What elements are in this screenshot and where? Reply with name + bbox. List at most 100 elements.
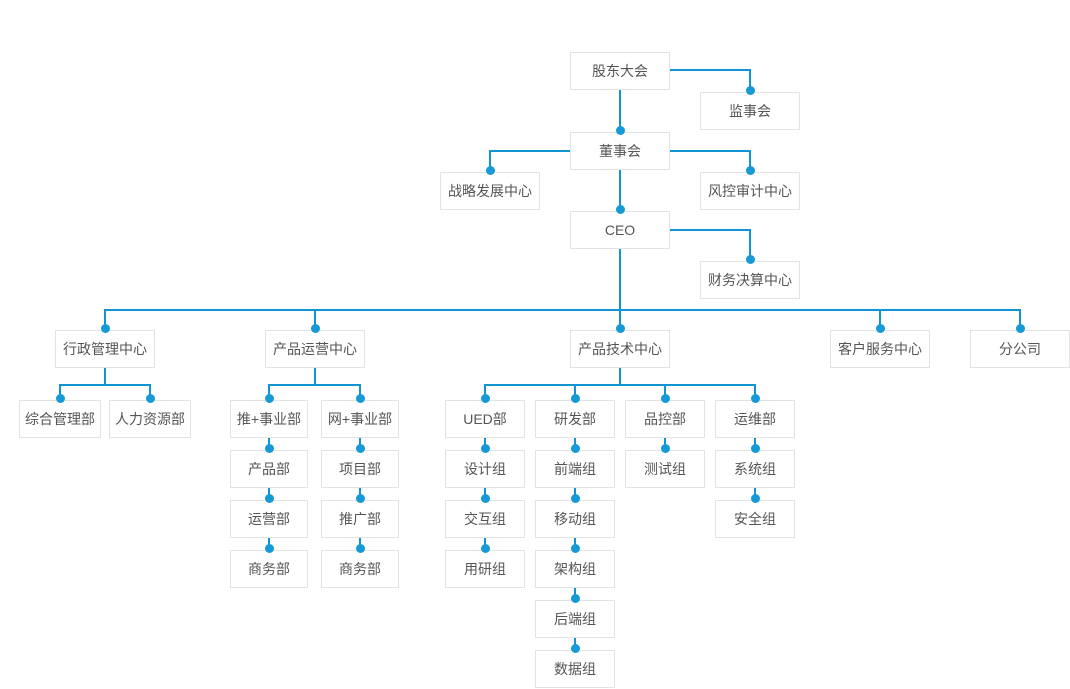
node-system-team: 系统组 [715, 450, 795, 488]
connector-dot [310, 323, 320, 333]
node-promotion-dept: 推广部 [321, 500, 399, 538]
connector-dot [660, 393, 670, 403]
node-supervisory-board: 监事会 [700, 92, 800, 130]
node-data-team: 数据组 [535, 650, 615, 688]
connector-dot [55, 393, 65, 403]
node-interaction-team: 交互组 [445, 500, 525, 538]
node-backend-team: 后端组 [535, 600, 615, 638]
connector-dot [485, 165, 495, 175]
connector-line [749, 150, 751, 172]
node-product-dept: 产品部 [230, 450, 308, 488]
node-shareholders: 股东大会 [570, 52, 670, 90]
node-wang-business-unit: 网+事业部 [321, 400, 399, 438]
node-customer-service-center: 客户服务中心 [830, 330, 930, 368]
node-architecture-team: 架构组 [535, 550, 615, 588]
connector-dot [615, 204, 625, 214]
node-mobile-team: 移动组 [535, 500, 615, 538]
node-tui-business-unit: 推+事业部 [230, 400, 308, 438]
connector-dot [355, 543, 365, 553]
connector-line [670, 229, 751, 231]
connector-line [619, 249, 621, 330]
connector-line [754, 384, 756, 400]
connector-dot [570, 393, 580, 403]
node-rnd-dept: 研发部 [535, 400, 615, 438]
connector-line [489, 150, 570, 152]
connector-dot [355, 393, 365, 403]
node-branch-company: 分公司 [970, 330, 1070, 368]
connector-line [619, 170, 621, 211]
connector-line [314, 309, 316, 330]
connector-line [619, 90, 621, 132]
node-security-team: 安全组 [715, 500, 795, 538]
connector-dot [570, 593, 580, 603]
connector-line [359, 384, 361, 400]
connector-dot [745, 85, 755, 95]
connector-line [670, 69, 751, 71]
node-hr-dept: 人力资源部 [109, 400, 191, 438]
connector-line [149, 384, 151, 400]
connector-dot [750, 493, 760, 503]
connector-line [574, 384, 576, 400]
connector-dot [1015, 323, 1025, 333]
node-risk-audit-center: 风控审计中心 [700, 172, 800, 210]
connector-dot [264, 443, 274, 453]
connector-line [104, 309, 106, 330]
connector-dot [355, 493, 365, 503]
node-qc-dept: 品控部 [625, 400, 705, 438]
node-finance-center: 财务决算中心 [700, 261, 800, 299]
connector-dot [660, 443, 670, 453]
connector-dot [480, 493, 490, 503]
node-product-tech-center: 产品技术中心 [570, 330, 670, 368]
connector-dot [570, 643, 580, 653]
connector-line [749, 69, 751, 92]
node-project-dept: 项目部 [321, 450, 399, 488]
node-admin-center: 行政管理中心 [55, 330, 155, 368]
connector-line [314, 368, 316, 386]
node-testing-team: 测试组 [625, 450, 705, 488]
node-user-research-team: 用研组 [445, 550, 525, 588]
connector-line [1019, 309, 1021, 330]
connector-line [489, 150, 491, 172]
connector-dot [480, 393, 490, 403]
node-product-ops-center: 产品运营中心 [265, 330, 365, 368]
connector-line [664, 384, 666, 400]
connector-line [59, 384, 151, 386]
node-general-admin-dept: 综合管理部 [19, 400, 101, 438]
node-operations-dept: 运营部 [230, 500, 308, 538]
connector-dot [875, 323, 885, 333]
connector-line [59, 384, 61, 400]
connector-line [268, 384, 270, 400]
connector-line [484, 384, 486, 400]
connector-dot [264, 543, 274, 553]
connector-line [879, 309, 881, 330]
connector-dot [750, 443, 760, 453]
node-ceo: CEO [570, 211, 670, 249]
node-business-dept-tui: 商务部 [230, 550, 308, 588]
connector-dot [615, 125, 625, 135]
connector-dot [264, 393, 274, 403]
connector-dot [570, 543, 580, 553]
connector-line [619, 368, 621, 386]
connector-dot [355, 443, 365, 453]
connector-dot [480, 443, 490, 453]
connector-line [268, 384, 361, 386]
connector-line [104, 368, 106, 386]
node-board: 董事会 [570, 132, 670, 170]
node-om-dept: 运维部 [715, 400, 795, 438]
connector-dot [570, 493, 580, 503]
connector-dot [745, 254, 755, 264]
connector-dot [615, 323, 625, 333]
connector-dot [750, 393, 760, 403]
connector-dot [745, 165, 755, 175]
connector-line [104, 309, 1021, 311]
connector-dot [264, 493, 274, 503]
node-frontend-team: 前端组 [535, 450, 615, 488]
connector-line [484, 384, 756, 386]
node-ued-dept: UED部 [445, 400, 525, 438]
node-business-dept-wang: 商务部 [321, 550, 399, 588]
node-design-team: 设计组 [445, 450, 525, 488]
connector-dot [570, 443, 580, 453]
node-strategy-center: 战略发展中心 [440, 172, 540, 210]
connector-dot [480, 543, 490, 553]
